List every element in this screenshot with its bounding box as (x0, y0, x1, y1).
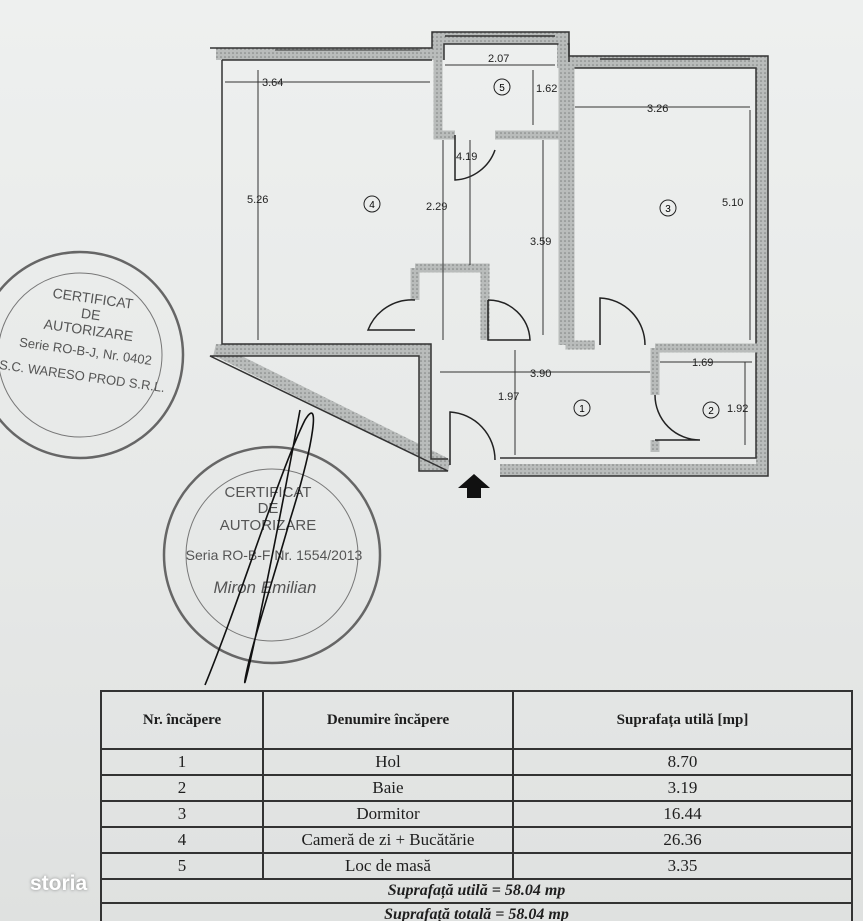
room-numbers: 1 2 3 4 5 (363, 78, 720, 419)
interior-walls (410, 38, 762, 452)
dim-label: 1.97 (498, 391, 519, 403)
room-number: 4 (369, 200, 375, 211)
header-name: Denumire încăpere (262, 690, 514, 750)
svg-text:CERTIFICAT: CERTIFICAT (225, 484, 312, 501)
door-closet (487, 299, 531, 341)
dim-label: 2.07 (488, 53, 509, 65)
dim-label: 3.64 (262, 77, 283, 89)
svg-text:DE: DE (80, 305, 101, 324)
door-room-4 (366, 299, 416, 331)
dim-label: 1.69 (692, 357, 713, 369)
dimension-lines (225, 64, 752, 455)
dim-label: 1.62 (536, 83, 557, 95)
useful-area-row: Suprafață utilă = 58.04 mp (100, 878, 853, 904)
door-entrance (449, 411, 496, 465)
dimension-labels: 3.64 2.07 1.62 3.26 5.26 4.19 2.29 5.10 … (247, 53, 748, 415)
table-header: Nr. încăpere Denumire încăpere Suprafața… (100, 690, 853, 750)
header-area: Suprafața utilă [mp] (512, 690, 853, 750)
walls (209, 31, 769, 477)
door-room-5 (454, 135, 496, 181)
rooms-table: Nr. încăpere Denumire încăpere Suprafața… (100, 690, 853, 921)
room-number: 2 (708, 406, 714, 417)
signature (204, 409, 315, 686)
room-number: 1 (579, 404, 585, 415)
arrow-up-icon (458, 474, 490, 498)
dim-label: 3.90 (530, 368, 551, 380)
stamp-person: CERTIFICAT DE AUTORIZARE Seria RO-B-F Nr… (162, 409, 382, 686)
dim-label: 5.10 (722, 197, 743, 209)
dim-label: 2.29 (426, 201, 447, 213)
dim-label: 3.26 (647, 103, 668, 115)
door-room-3 (599, 297, 646, 346)
dim-label: 1.92 (727, 403, 748, 415)
dim-label: 4.19 (456, 151, 477, 163)
header-nr: Nr. încăpere (100, 690, 264, 750)
svg-text:AUTORIZARE: AUTORIZARE (220, 517, 316, 534)
room-number: 3 (665, 204, 671, 215)
svg-text:DE: DE (258, 500, 279, 517)
total-area-row: Suprafață totală = 58.04 mp (100, 902, 853, 921)
svg-text:Seria RO-B-F Nr. 1554/2013: Seria RO-B-F Nr. 1554/2013 (186, 547, 363, 563)
storia-watermark: storia (30, 872, 88, 895)
door-bathroom (654, 394, 701, 441)
outer-wall (213, 32, 768, 476)
dim-label: 3.59 (530, 236, 551, 248)
dim-label: 5.26 (247, 194, 268, 206)
doors (366, 135, 701, 465)
stamp-company: CERTIFICAT DE AUTORIZARE Serie RO-B-J, N… (0, 250, 185, 460)
room-number: 5 (499, 83, 505, 94)
